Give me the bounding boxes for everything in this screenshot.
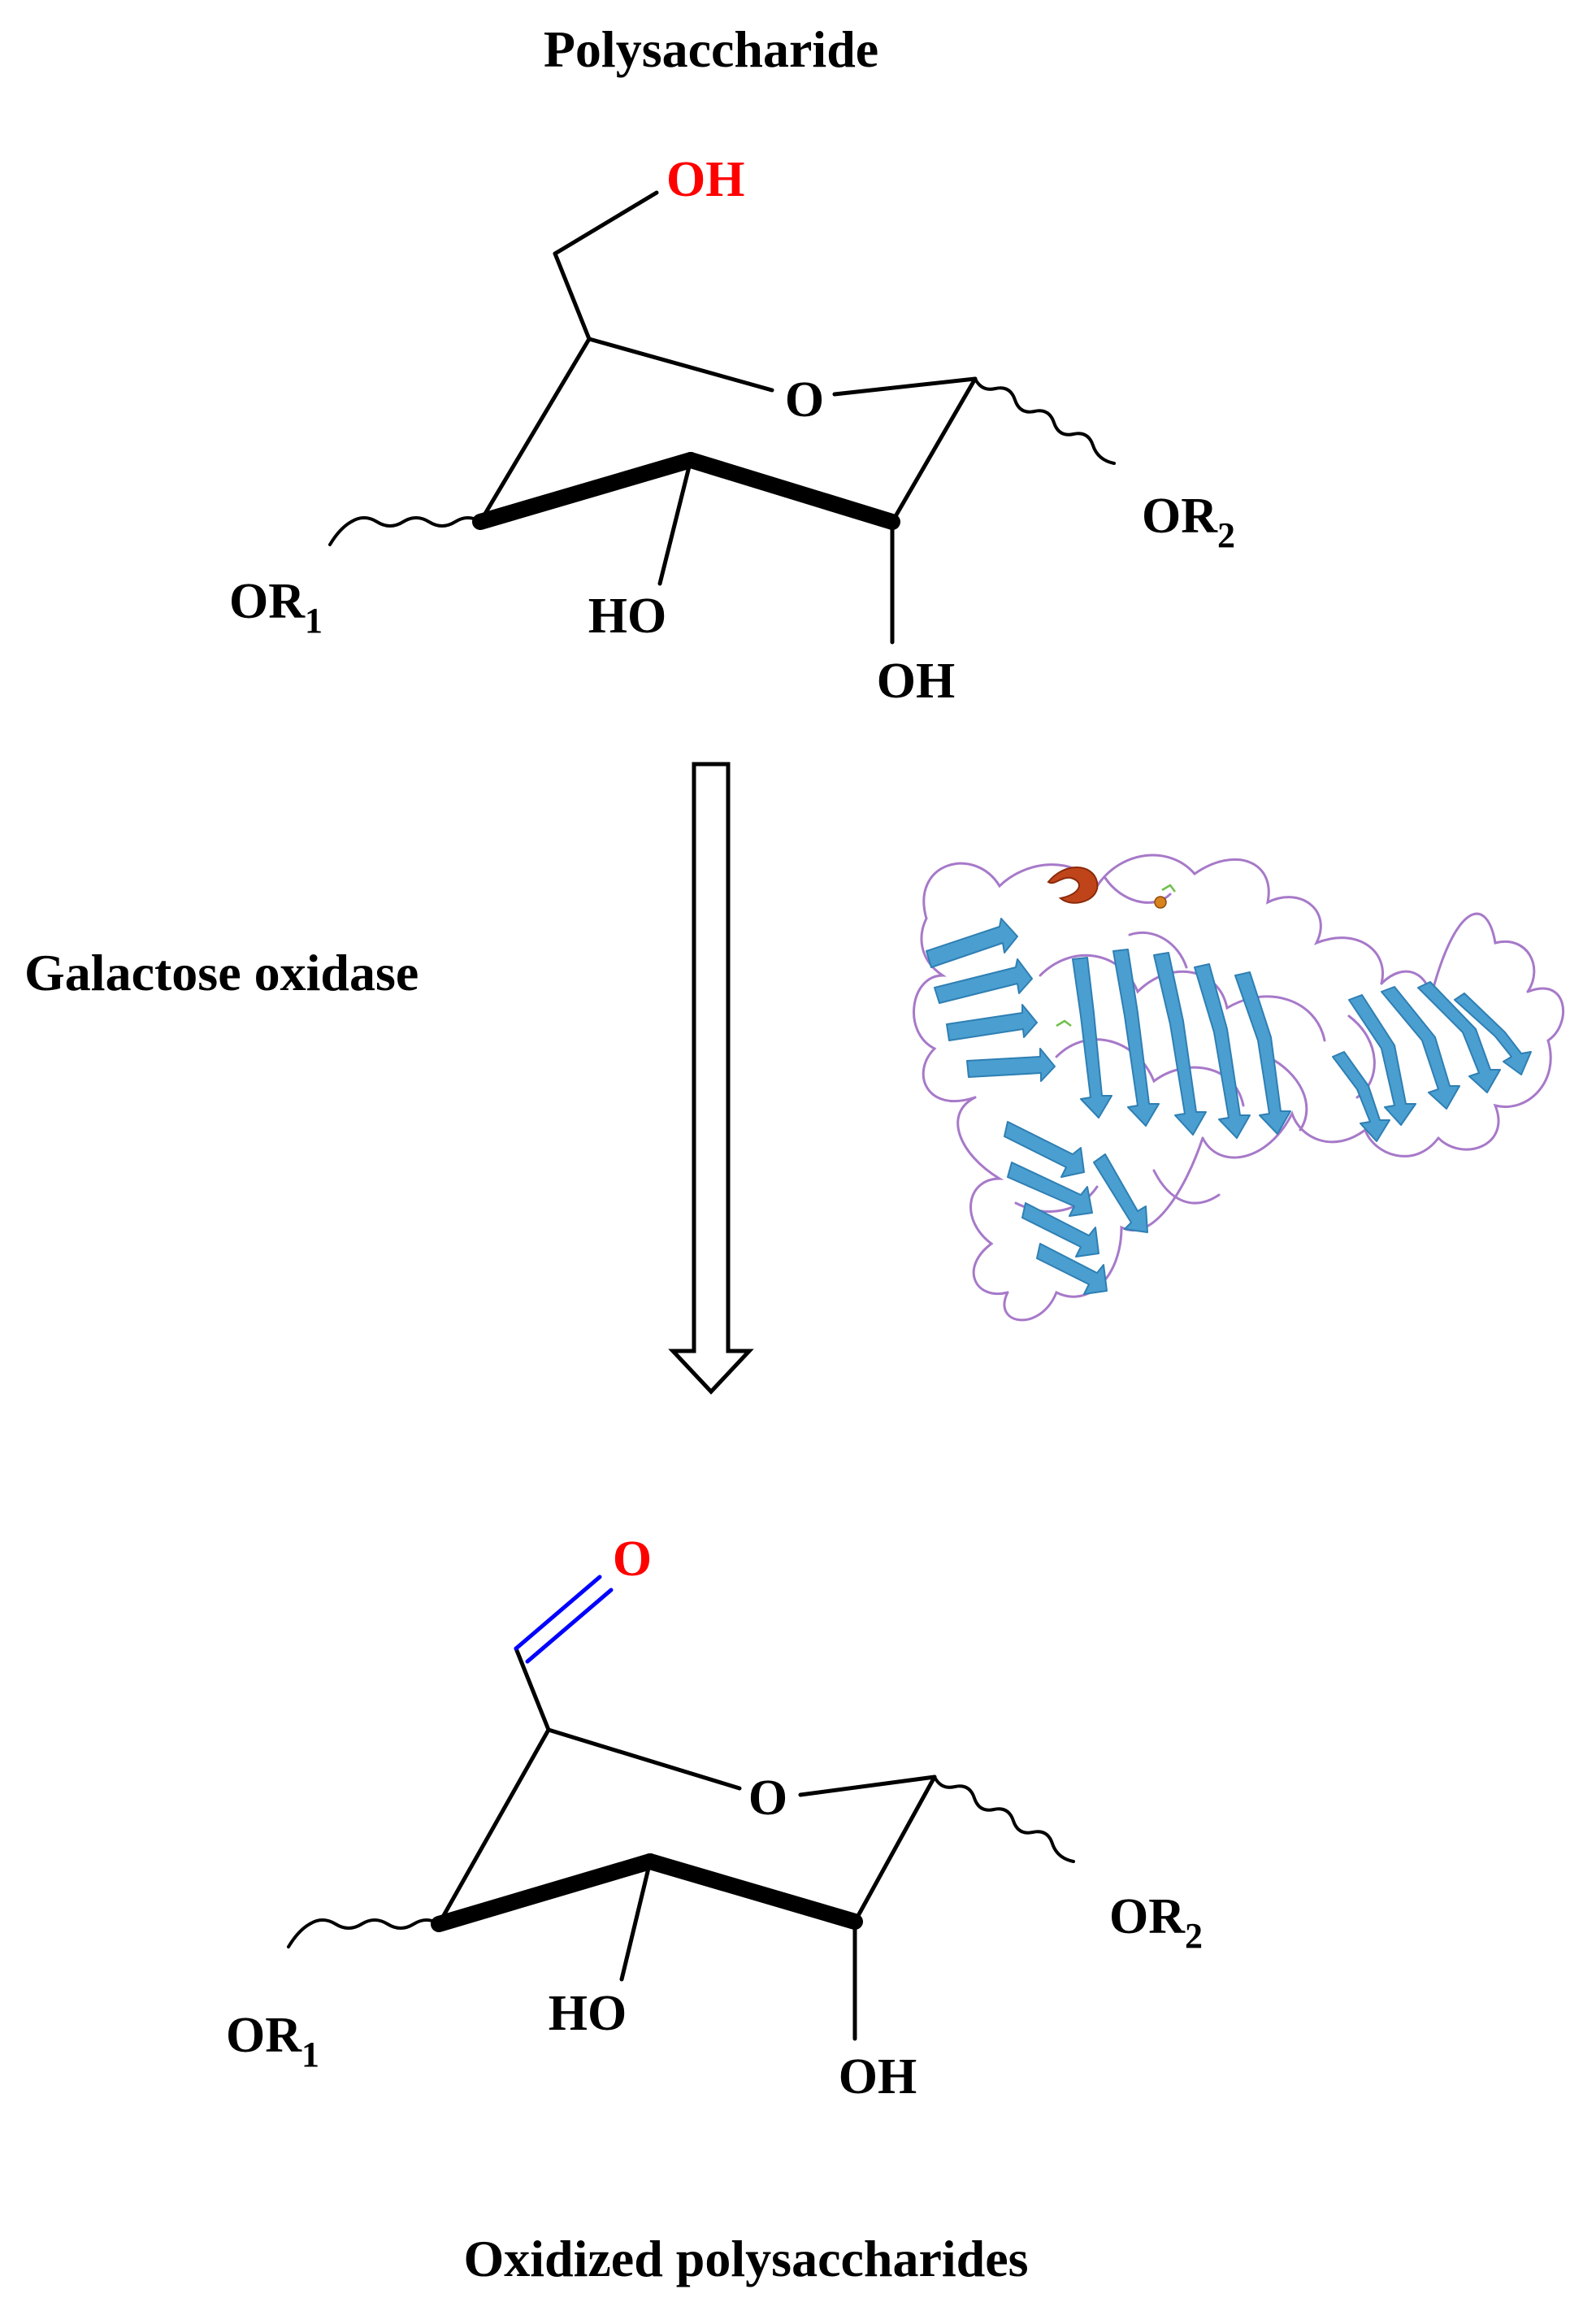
hydroxymethyl-oh-label: OH <box>666 152 744 207</box>
title: Polysaccharide <box>544 20 878 78</box>
down-arrow-icon <box>668 762 754 1395</box>
top-molecule-labels: OH O OR1 OR2 HO OH <box>229 152 1235 709</box>
wavy-bond-c1 <box>933 1775 1075 1863</box>
copper-ion-icon <box>1154 896 1167 909</box>
aldehyde-oxygen-label: O <box>613 1531 652 1587</box>
sub-left-label: OR1 <box>226 2008 319 2074</box>
product-title: Oxidized polysaccharides <box>463 2230 1028 2287</box>
bottom-molecule-labels: O O OR1 OR2 HO OH <box>226 1531 1203 2105</box>
sub-left-label: OR1 <box>229 574 323 641</box>
bond-c5-c4 <box>478 337 592 524</box>
bold-bond-c4-c3 <box>472 452 699 530</box>
bond-c1-c2 <box>852 1774 937 1924</box>
sub-right-label: OR2 <box>1109 1889 1203 1956</box>
bond-c3-oh <box>657 458 693 586</box>
bond-c6-oh <box>553 190 659 256</box>
bond-c5-c6 <box>553 251 592 341</box>
wavy-bond-c4 <box>328 516 482 546</box>
bond-c5-c6 <box>514 1646 551 1732</box>
bond-c3-oh <box>619 1859 653 1982</box>
aldehyde-double-bond-b <box>525 1588 614 1664</box>
bold-bond-c4-c3 <box>431 1853 658 1932</box>
aldehyde-double-bond-a <box>514 1575 602 1651</box>
bond-c5-o <box>546 1727 742 1791</box>
sub-right-label: OR2 <box>1142 489 1235 555</box>
hydroxyl-c3-label: HO <box>549 1986 627 2041</box>
bold-bond-c3-c2 <box>683 452 900 530</box>
top-molecule <box>328 190 1116 645</box>
hydroxyl-c2-label: OH <box>839 2049 917 2105</box>
bond-o-c1 <box>798 1774 937 1797</box>
protein-ribbon-structure <box>913 854 1565 1322</box>
wavy-bond-c1 <box>974 377 1116 465</box>
bottom-molecule <box>287 1575 1075 2041</box>
bond-c5-o <box>587 337 774 393</box>
wavy-bond-c4 <box>287 1918 440 1948</box>
bond-c1-c2 <box>890 376 978 524</box>
reagent-label: Galactose oxidase <box>24 944 419 1001</box>
hydroxyl-c3-label: HO <box>588 589 666 644</box>
ring-oxygen-label: O <box>785 372 824 428</box>
hydroxyl-c2-label: OH <box>877 654 955 709</box>
bold-bond-c3-c2 <box>642 1853 863 1930</box>
bond-o-c1 <box>832 376 978 397</box>
ring-oxygen-label: O <box>748 1770 787 1826</box>
helix-segment <box>1047 867 1099 904</box>
bond-c5-c4 <box>436 1727 551 1927</box>
